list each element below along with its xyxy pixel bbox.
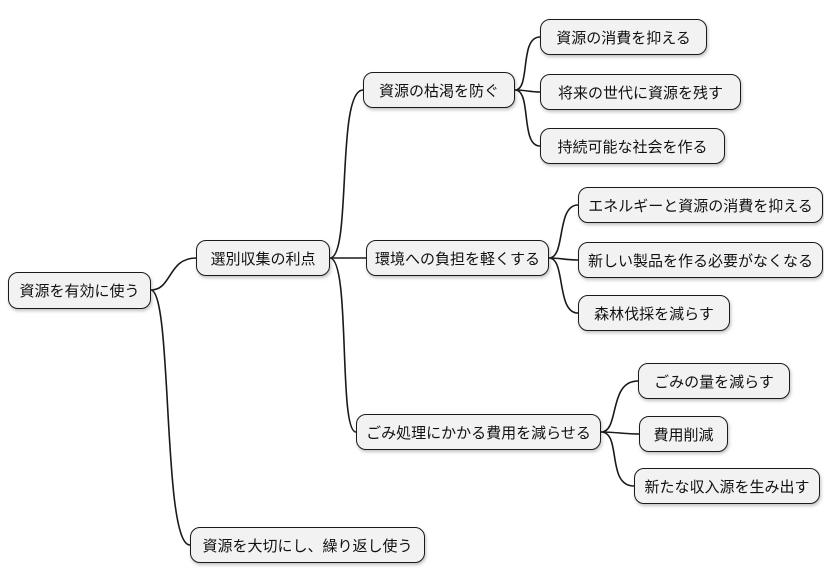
node-reduce-environmental-burden: 環境への負担を軽くする <box>366 240 549 276</box>
connector-root-to-reuse <box>150 289 191 546</box>
node-reduce-waste-processing-cost: ごみ処理にかかる費用を減らせる <box>356 414 601 450</box>
node-root-use-resources-effectively: 資源を有効に使う <box>8 272 151 309</box>
node-no-need-to-make-new-products: 新しい製品を作る必要がなくなる <box>578 242 823 278</box>
connector-benefits-to-cost <box>329 257 357 433</box>
node-reduce-energy-and-resource-consumption: エネルギーと資源の消費を抑える <box>578 187 823 223</box>
connector-environment-to-energy <box>548 204 579 259</box>
connector-environment-to-deforestation <box>548 257 579 314</box>
connector-cost-to-wasteamount <box>600 380 639 433</box>
node-create-new-income-sources: 新たな収入源を生み出す <box>634 468 820 504</box>
connector-depletion-to-sustainable <box>514 89 541 147</box>
node-benefits-of-sorted-collection: 選別収集の利点 <box>196 240 330 276</box>
node-reduce-deforestation: 森林伐採を減らす <box>578 295 730 331</box>
node-create-sustainable-society: 持続可能な社会を作る <box>540 128 725 164</box>
node-reuse-resources-carefully: 資源を大切にし、繰り返し使う <box>190 527 425 563</box>
node-leave-resources-for-future-generations: 将来の世代に資源を残す <box>540 74 741 110</box>
node-prevent-resource-depletion: 資源の枯渇を防ぐ <box>363 72 515 108</box>
connector-benefits-to-depletion <box>329 89 364 259</box>
node-reduce-waste-amount: ごみの量を減らす <box>638 363 790 399</box>
node-reduce-resource-consumption: 資源の消費を抑える <box>540 19 707 55</box>
connector-root-to-benefits <box>150 257 197 291</box>
connector-depletion-to-consumption <box>514 36 541 91</box>
connector-cost-to-income <box>600 431 635 487</box>
node-cost-reduction: 費用削減 <box>639 416 728 452</box>
